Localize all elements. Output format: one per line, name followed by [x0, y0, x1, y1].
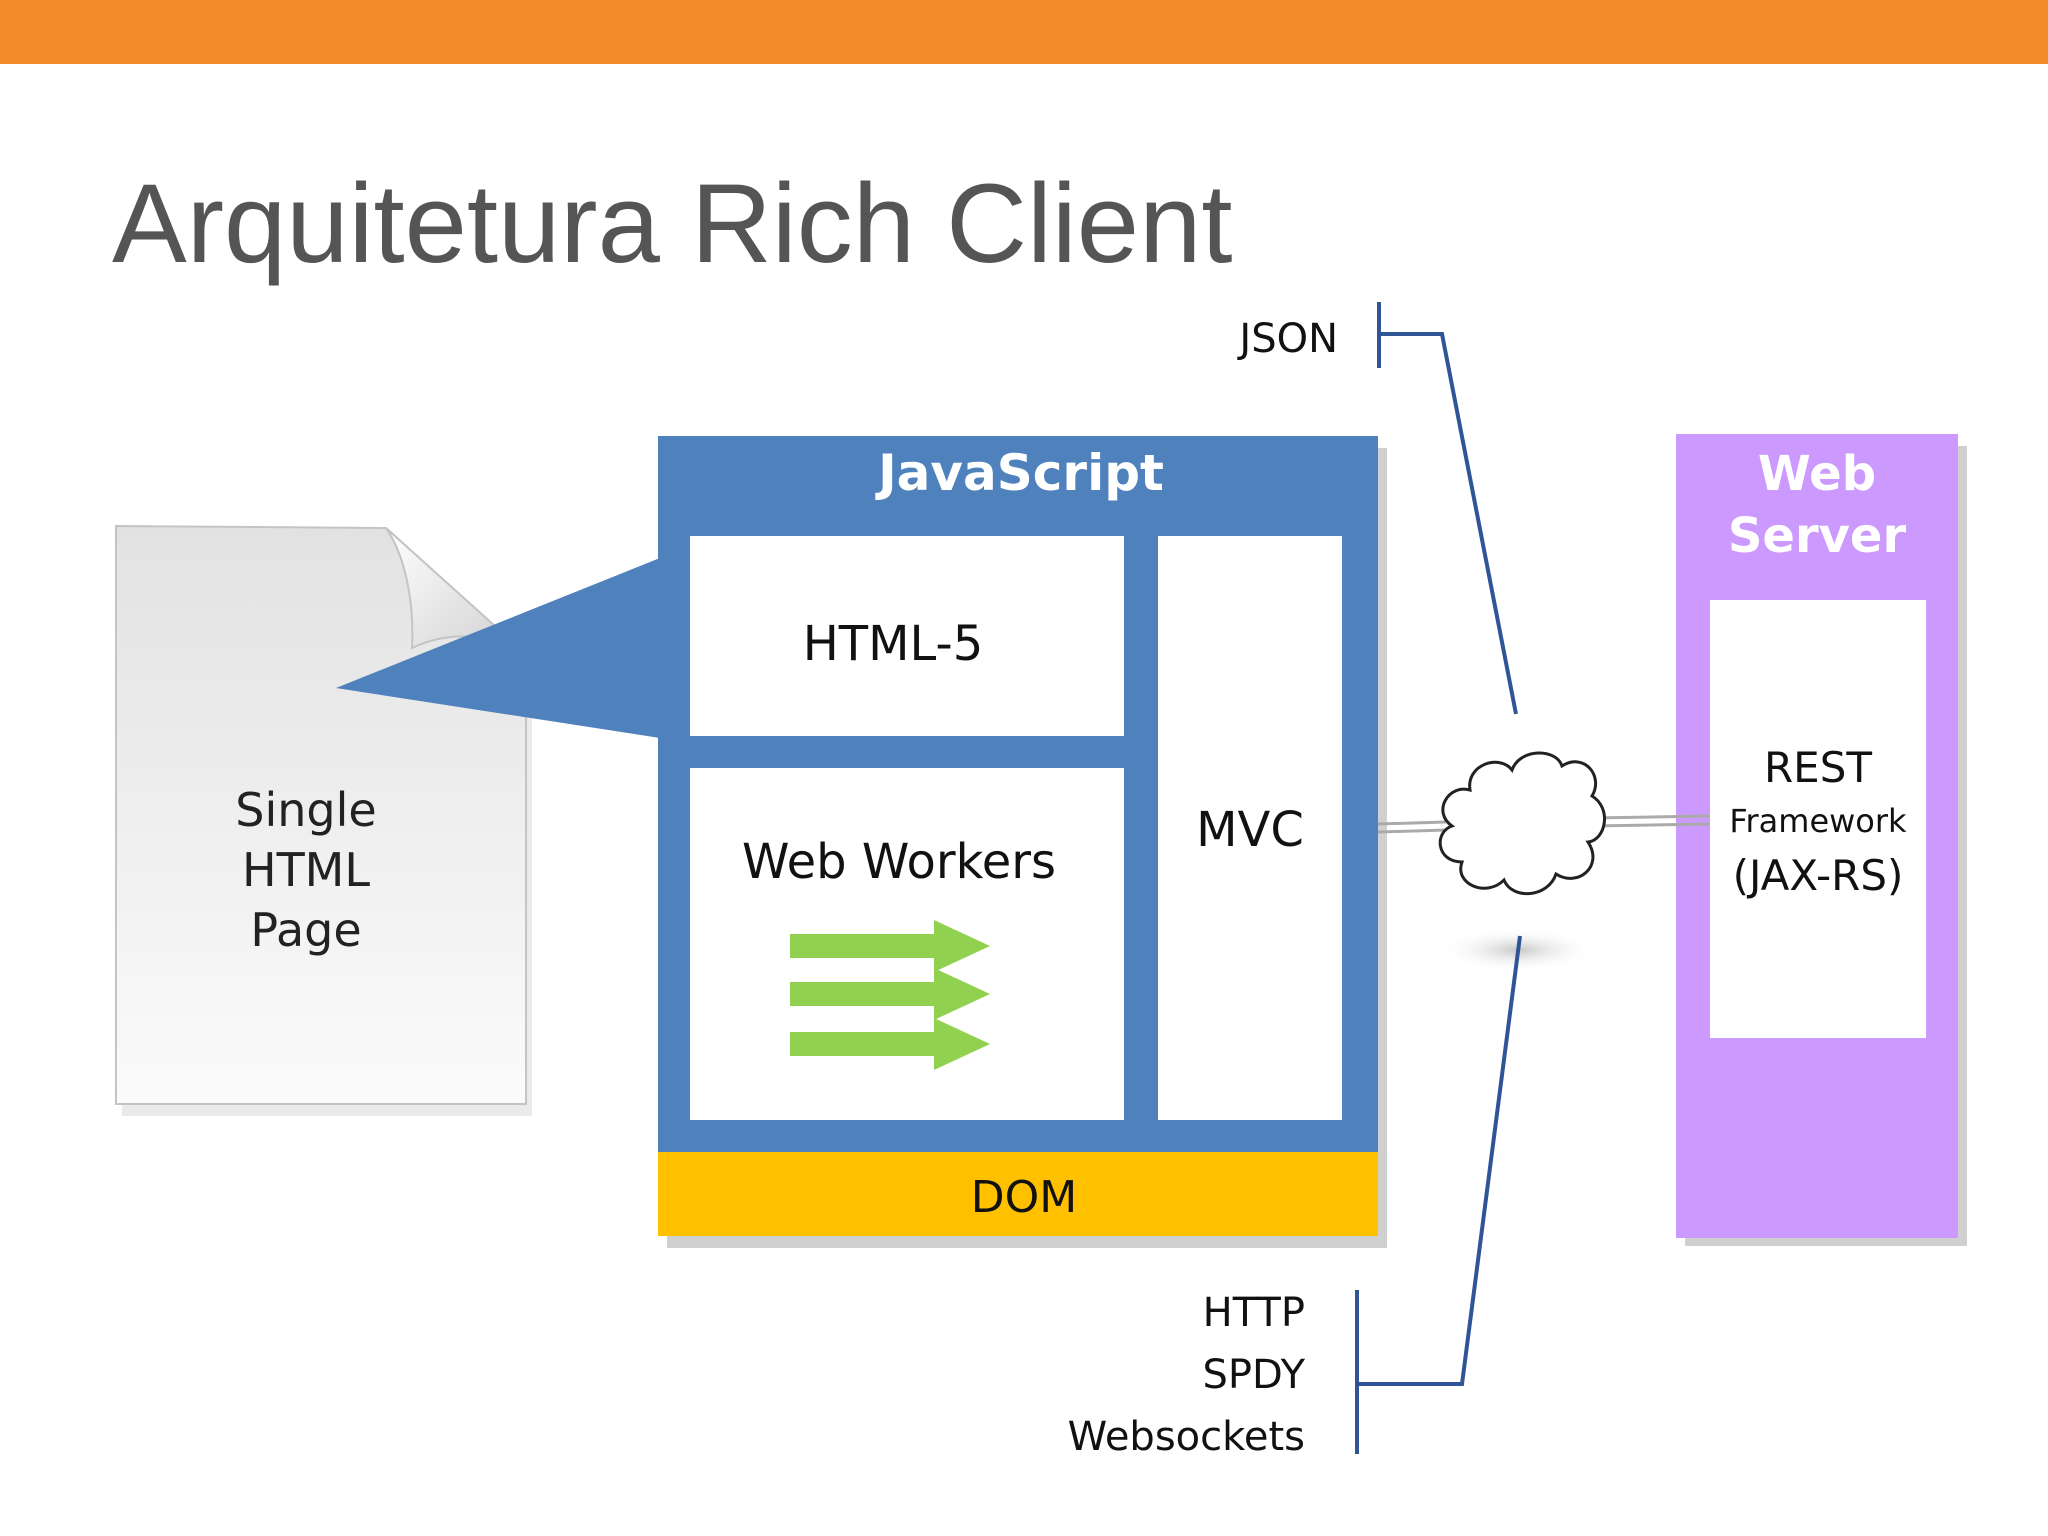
- json-label: JSON: [1236, 316, 1338, 362]
- javascript-container: JavaScript HTML-5 Web Workers MVC DOM: [658, 436, 1387, 1248]
- web-server-title-line-2: Server: [1728, 508, 1907, 564]
- page-label-line-1: Single: [235, 783, 376, 837]
- javascript-title: JavaScript: [875, 444, 1164, 502]
- transport-annotation: HTTP SPDY Websockets: [1068, 935, 1522, 1460]
- jax-rs-label: (JAX-RS): [1733, 851, 1904, 900]
- transport-websockets-label: Websockets: [1068, 1414, 1305, 1460]
- callout-pointer: [336, 558, 660, 738]
- transport-spdy-label: SPDY: [1202, 1352, 1305, 1398]
- network-connectors: [1377, 814, 1711, 834]
- json-annotation: JSON: [1236, 302, 1518, 715]
- rest-label: REST: [1764, 743, 1872, 792]
- transport-http-label: HTTP: [1203, 1290, 1305, 1336]
- web-server-title-line-1: Web: [1758, 446, 1876, 502]
- dom-label: DOM: [971, 1172, 1077, 1223]
- slide-title: Arquitetura Rich Client: [112, 161, 1233, 286]
- html5-box: HTML-5: [690, 536, 1124, 736]
- green-arrows-icon: [790, 920, 990, 1070]
- mvc-box: MVC: [1158, 536, 1342, 1120]
- html5-label: HTML-5: [803, 616, 984, 672]
- dom-bar: DOM: [658, 1152, 1378, 1236]
- mvc-label: MVC: [1196, 802, 1304, 858]
- rest-framework-box: REST Framework (JAX-RS): [1710, 600, 1926, 1038]
- network-cloud-icon: [1438, 751, 1606, 972]
- web-workers-box: Web Workers: [690, 768, 1124, 1120]
- document-page-icon: Single HTML Page: [115, 524, 532, 1116]
- top-accent-bar: [0, 0, 2048, 64]
- web-workers-label: Web Workers: [742, 834, 1056, 890]
- page-label-line-3: Page: [250, 903, 361, 957]
- page-label-line-2: HTML: [242, 843, 370, 897]
- web-server-container: Web Server REST Framework (JAX-RS): [1676, 434, 1967, 1246]
- framework-label: Framework: [1729, 802, 1907, 840]
